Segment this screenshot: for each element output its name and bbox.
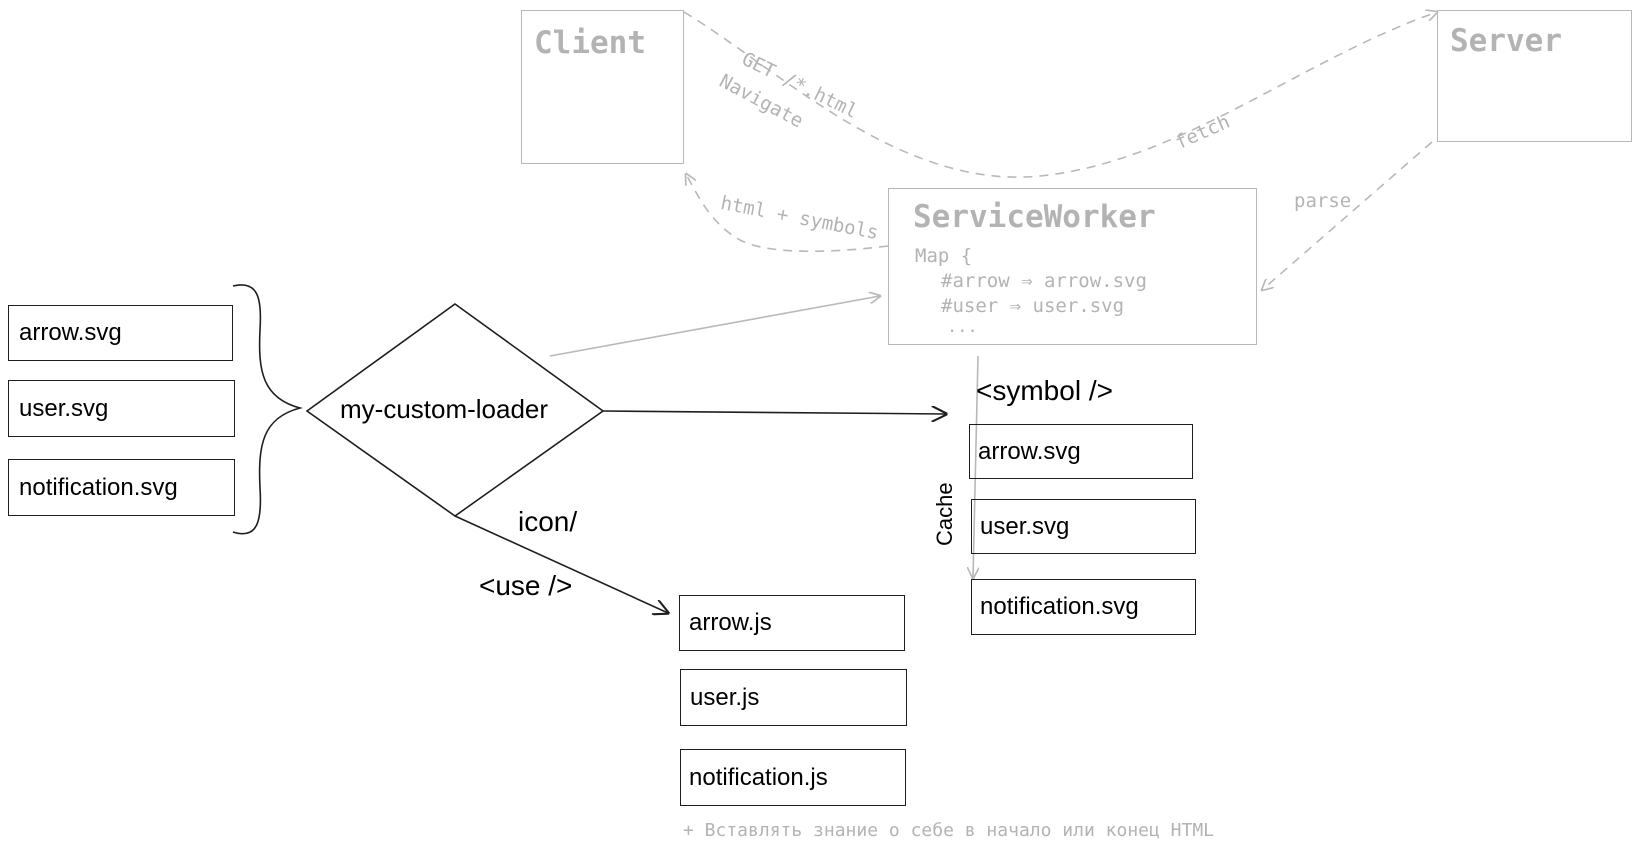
footnote-text: + Вставлять знание о себе в начало или к… [683,820,1215,841]
js-file-box: notification.js [680,749,906,806]
serviceworker-title: ServiceWorker [913,199,1156,235]
serviceworker-map-line-1: #arrow ⇒ arrow.svg [941,270,1147,292]
loader-to-symbol-connector [602,411,946,414]
loader-label: my-custom-loader [340,394,549,424]
client-to-server-connector [683,12,1437,178]
server-node: Server [1437,10,1632,142]
symbol-file-label: notification.svg [980,593,1139,620]
serviceworker-to-client-connector [686,174,889,253]
js-file-box: arrow.js [679,595,905,651]
source-file-box: notification.svg [8,459,235,516]
js-file-label: user.js [690,683,760,711]
serviceworker-map-line-2: #user ⇒ user.svg [941,295,1125,317]
serviceworker-map-open: Map { [915,245,973,267]
source-file-box: arrow.svg [8,305,233,361]
server-title: Server [1450,23,1562,59]
client-title: Client [534,25,646,61]
symbol-file-box: arrow.svg [969,424,1193,479]
serviceworker-map-ellipsis: ... [947,317,978,337]
source-file-label: arrow.svg [19,319,122,346]
serviceworker-node: ServiceWorker Map { #arrow ⇒ arrow.svg #… [888,188,1257,345]
symbol-label: <symbol /> [976,375,1113,406]
client-node: Client [521,10,684,164]
icon-path-label: icon/ [518,506,578,537]
curly-brace [232,284,304,535]
serviceworker-to-cache-connector [973,355,978,578]
symbol-file-label: user.svg [980,512,1070,540]
js-file-label: arrow.js [689,609,772,636]
use-label: <use /> [479,570,573,601]
source-file-label: notification.svg [19,473,178,501]
symbol-file-box: user.svg [971,499,1196,554]
parse-label: parse [1294,190,1352,212]
cache-label: Cache [932,482,957,546]
source-file-label: user.svg [19,394,109,422]
source-file-box: user.svg [8,380,235,437]
js-file-box: user.js [680,669,907,726]
loader-to-serviceworker-connector [549,296,880,357]
loader-to-js-connector [454,515,668,613]
server-to-serviceworker-connector [1262,141,1433,290]
symbol-file-box: notification.svg [971,579,1196,635]
symbol-file-label: arrow.svg [978,437,1081,465]
js-file-label: notification.js [689,763,828,791]
